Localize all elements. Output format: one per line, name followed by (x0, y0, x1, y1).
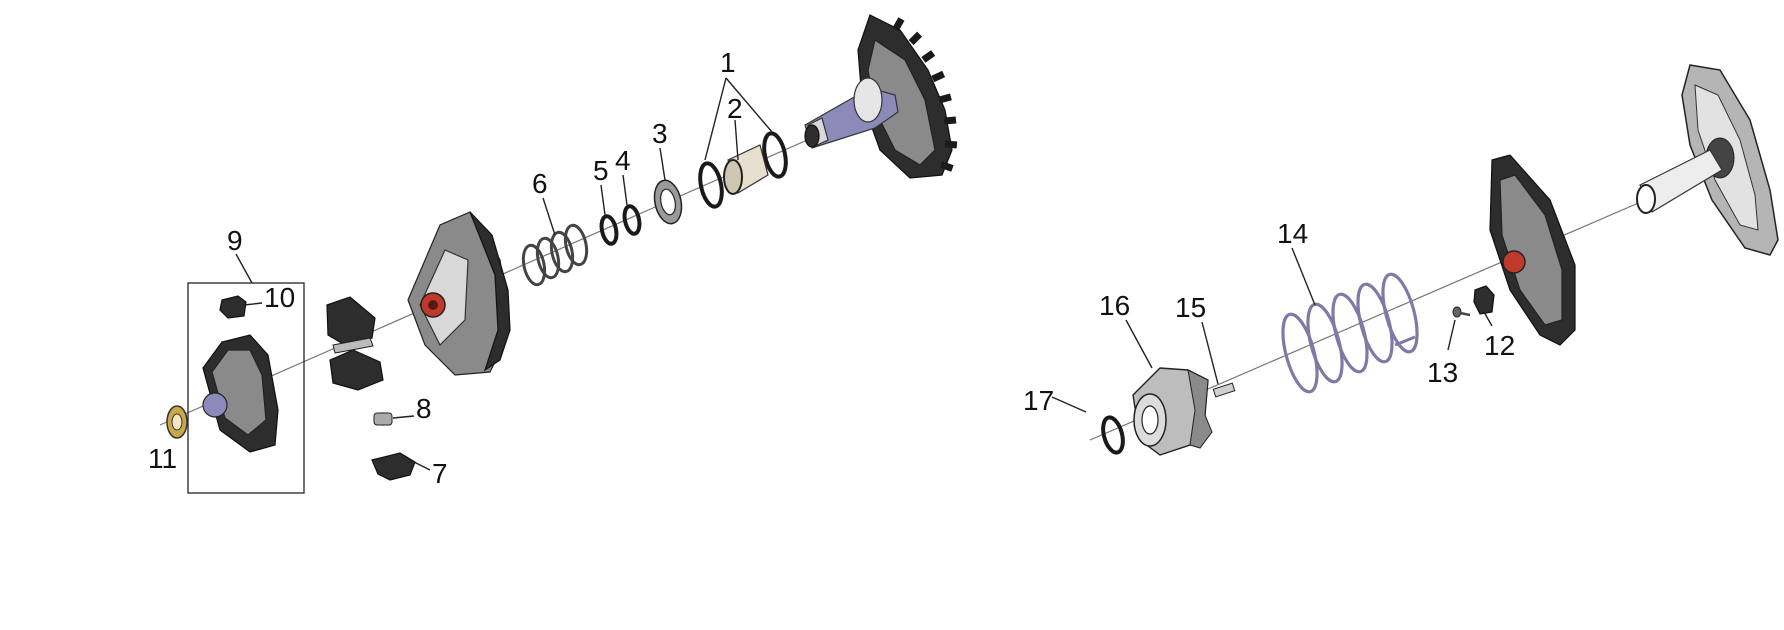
leader-1b (725, 77, 773, 133)
callout-11: 11 (148, 443, 177, 474)
red-hub-right (1502, 250, 1526, 274)
fixed-sheave-right (1636, 64, 1779, 256)
o-ring-1b (698, 161, 724, 209)
leader-12 (1483, 311, 1493, 327)
leader-17 (1051, 396, 1087, 413)
callout-5: 5 (593, 155, 609, 186)
leader-9 (235, 253, 253, 284)
callout-16: 16 (1099, 290, 1130, 321)
leader-2 (734, 119, 739, 161)
right-assembly (1089, 64, 1779, 456)
slider-7 (371, 452, 416, 481)
leader-4 (622, 174, 628, 206)
leader-lines (235, 77, 1493, 471)
callout-10: 10 (264, 282, 295, 313)
o-ring-1a (762, 131, 788, 179)
callout-1: 1 (720, 47, 736, 78)
callout-15: 15 (1175, 292, 1206, 323)
leader-3 (659, 147, 666, 181)
callout-12: 12 (1484, 330, 1515, 361)
gear-teeth (892, 17, 958, 172)
ring-5 (599, 214, 619, 246)
movable-sheave (407, 211, 511, 376)
roller-8 (373, 412, 393, 426)
centrifugal-weights (326, 296, 384, 391)
ring-17 (1101, 415, 1125, 455)
leader-14 (1291, 247, 1316, 306)
callout-14: 14 (1277, 218, 1308, 249)
spring-14 (1281, 272, 1419, 394)
leader-16 (1125, 319, 1153, 369)
leader-8 (392, 415, 415, 419)
group-9-frame (187, 282, 305, 494)
leader-10 (243, 302, 263, 306)
left-assembly (159, 14, 958, 494)
callout-9: 9 (227, 225, 243, 256)
pin-15 (1212, 382, 1236, 398)
callout-17: 17 (1023, 385, 1054, 416)
leader-6 (542, 197, 556, 236)
cam-12 (1473, 285, 1495, 315)
spring-6 (521, 223, 589, 287)
nut-11 (166, 405, 188, 439)
leader-5 (600, 184, 606, 216)
spider-cover (202, 334, 279, 453)
bearing-3 (653, 179, 683, 225)
leader-7 (409, 459, 431, 471)
screw-13 (1452, 306, 1471, 318)
leader-15 (1201, 321, 1219, 385)
button-10 (219, 295, 247, 319)
callout-8: 8 (416, 393, 432, 424)
callout-4: 4 (615, 145, 631, 176)
callout-2: 2 (727, 93, 743, 124)
callout-3: 3 (652, 118, 668, 149)
leader-1a (704, 77, 727, 161)
callout-7: 7 (432, 458, 448, 489)
callout-numbers: 1 2 3 4 5 6 9 10 8 7 11 12 13 14 15 16 1… (148, 47, 1515, 489)
callout-6: 6 (532, 168, 548, 199)
driven-spider-disc (1489, 154, 1576, 346)
fixed-sheave-with-gear (804, 14, 958, 179)
helix-16 (1132, 367, 1213, 456)
ring-4 (622, 204, 642, 236)
leader-13 (1447, 319, 1456, 351)
bushing-2 (723, 144, 769, 195)
callout-13: 13 (1427, 357, 1458, 388)
